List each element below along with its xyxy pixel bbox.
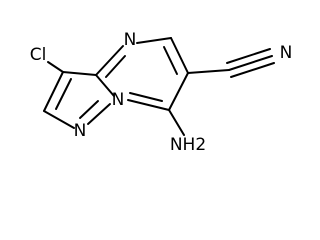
bond-c3a-n4-second bbox=[105, 55, 126, 78]
bond-c6-cn bbox=[187, 69, 230, 74]
bond-n4-c5 bbox=[136, 37, 172, 44]
bond-c6-c7 bbox=[168, 72, 189, 111]
bond-c5-c6 bbox=[170, 37, 189, 74]
atom-label-ring-nitrogen-top: N bbox=[124, 30, 137, 50]
bond-c3-c2-second bbox=[55, 78, 72, 110]
bond-c3a-n4 bbox=[95, 45, 124, 76]
bond-cl-c3 bbox=[47, 61, 64, 73]
bond-c7-n7a-second bbox=[129, 92, 163, 102]
bond-c3a-n7a bbox=[95, 74, 115, 97]
bond-n1-n7a-second bbox=[79, 100, 99, 119]
atom-label-amino-group: NH2 bbox=[170, 135, 206, 155]
bond-c7-n7a bbox=[127, 99, 170, 111]
bond-n1-n7a bbox=[87, 103, 111, 125]
bond-nitrile-2 bbox=[226, 48, 271, 64]
bond-c2-n1 bbox=[43, 110, 75, 129]
atom-label-group: Cl N N N N NH2 bbox=[30, 30, 293, 155]
atom-label-nitrile-nitrogen: N bbox=[280, 43, 293, 63]
bond-group bbox=[43, 37, 275, 136]
bond-nitrile-1 bbox=[228, 55, 273, 71]
atom-label-bridgehead-nitrogen: N bbox=[112, 90, 125, 110]
bond-c5-c6-second bbox=[163, 46, 178, 75]
bond-c3-c3a bbox=[62, 71, 97, 76]
bond-c3-c2 bbox=[43, 71, 64, 112]
bond-nitrile-3 bbox=[230, 62, 275, 78]
chemical-structure: Cl N N N N NH2 bbox=[30, 30, 293, 155]
atom-label-chlorine: Cl bbox=[30, 45, 47, 65]
bond-c7-nh2 bbox=[168, 109, 185, 136]
atom-label-pyrazole-nitrogen: N bbox=[74, 121, 87, 141]
